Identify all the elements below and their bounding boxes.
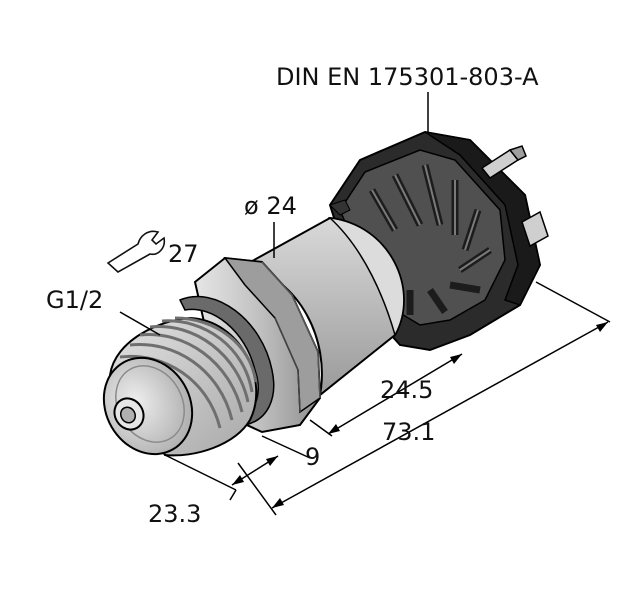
- wrench-size-label: 27: [168, 240, 199, 268]
- thread-label: G1/2: [46, 286, 103, 314]
- dimension-hex-height: 9: [305, 443, 320, 471]
- sensor-body: [242, 216, 405, 398]
- diameter-label: ø 24: [244, 192, 297, 220]
- connector-pins: [480, 145, 549, 248]
- dimension-thread-length: 23.3: [148, 500, 201, 528]
- connector-standard-label: DIN EN 175301-803-A: [276, 63, 539, 91]
- dimension-housing-length: 24.5: [380, 376, 433, 404]
- wrench-icon: [106, 230, 166, 273]
- dimension-arrows: [232, 322, 608, 508]
- dimension-lines: [119, 92, 611, 516]
- dimension-total-length: 73.1: [382, 418, 435, 446]
- pressure-port-face: [102, 356, 194, 456]
